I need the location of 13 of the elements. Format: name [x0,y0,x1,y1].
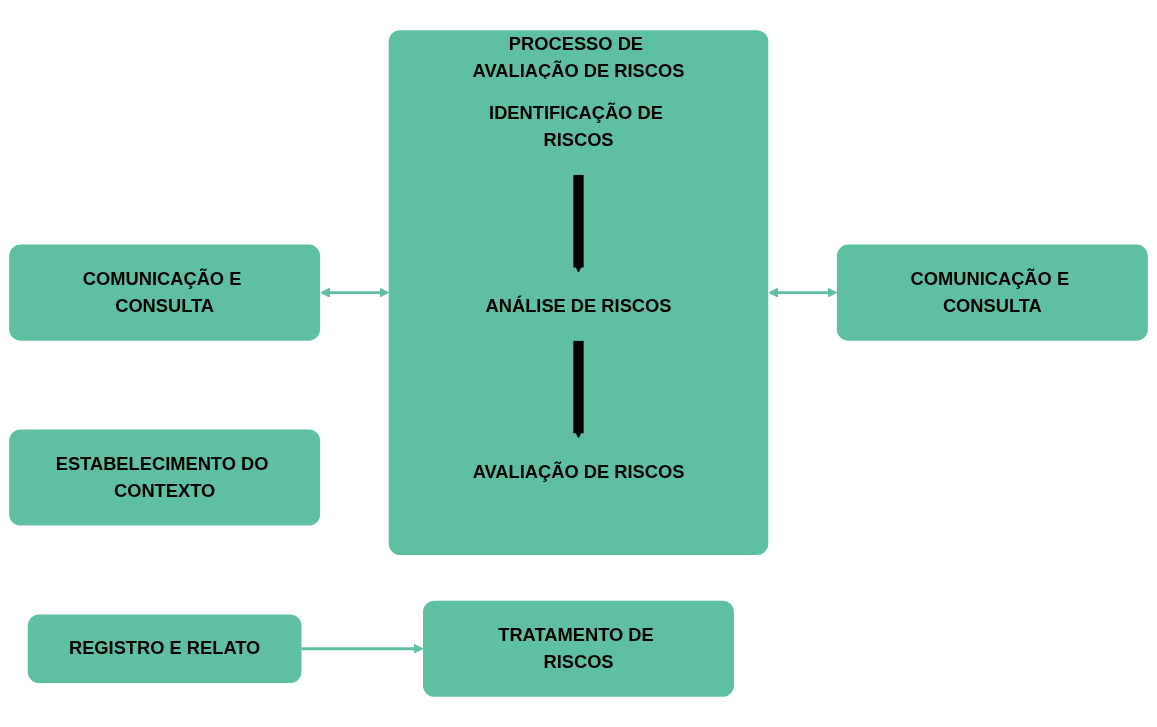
node-box: COMUNICAÇÃO E CONSULTA [9,244,321,341]
arrow [573,174,584,273]
arrow [573,340,584,439]
arrow [320,287,390,298]
arrow [301,643,424,654]
node-box: COMUNICAÇÃO E CONSULTA [836,244,1148,341]
node-box: ESTABELECIMENTO DO CONTEXTO [9,429,321,526]
node-box: REGISTRO E RELATO [27,614,302,684]
node-box: TRATAMENTO DE RISCOS [423,600,734,697]
node-text: ANÁLISE DE RISCOS [485,296,672,316]
node-text: AVALIAÇÃO DE RISCOS [472,461,685,482]
node-text: IDENTIFICAÇÃO DE RISCOS [489,102,663,150]
arrow [768,287,838,298]
